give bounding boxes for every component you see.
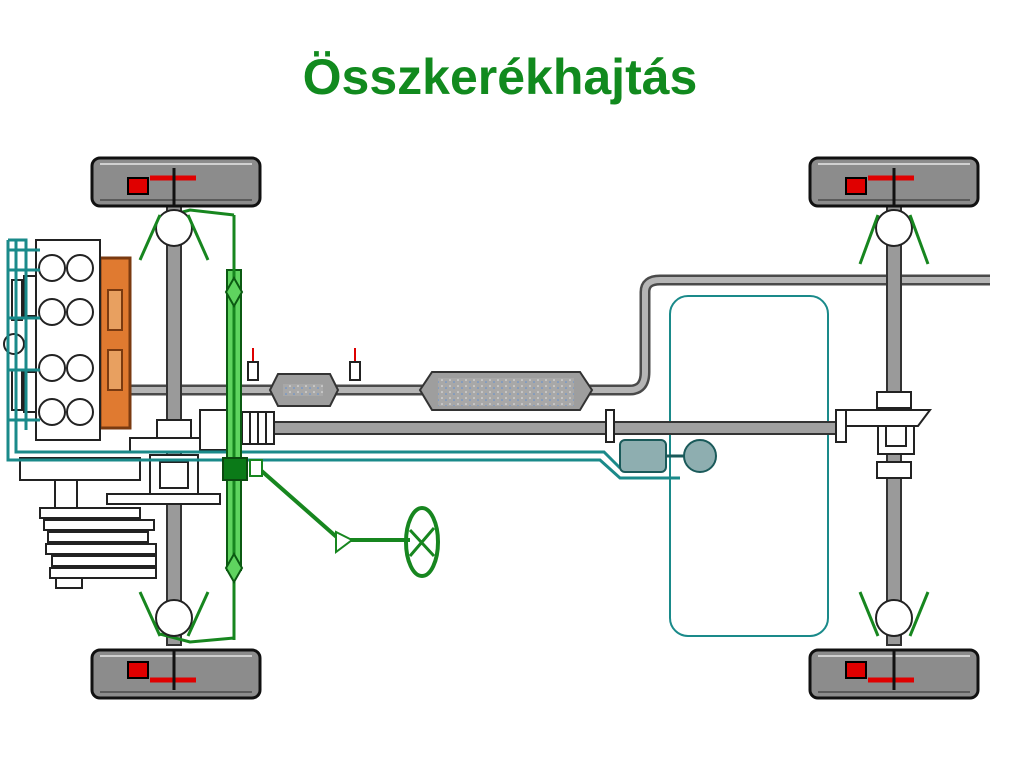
front-axle — [106, 204, 221, 646]
wheel-icon — [90, 156, 262, 208]
catalytic-converter-icon — [268, 373, 340, 407]
exhaust-system — [130, 274, 990, 411]
wheel-front-right — [808, 156, 980, 265]
wheel-rear-left — [90, 591, 262, 700]
wheel-icon — [90, 648, 262, 700]
muffler-icon — [418, 371, 594, 411]
drive-shaft — [241, 409, 932, 445]
fuel-lines — [6, 238, 680, 480]
fuel-tank — [669, 295, 829, 637]
oxygen-sensor-icon — [247, 348, 361, 381]
brake-caliper-icon — [127, 177, 149, 195]
steering-system — [159, 208, 410, 644]
wheel-rear-right — [808, 591, 980, 700]
wheel-front-left — [90, 156, 262, 261]
steering-wheel-icon — [404, 506, 440, 578]
page-title: Összkerékhajtás — [302, 49, 698, 105]
fuel-filter-icon — [619, 439, 717, 473]
transmission — [19, 409, 231, 589]
